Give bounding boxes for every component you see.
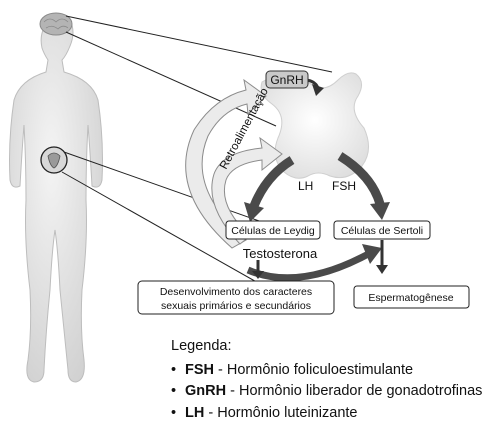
legend-text: - Hormônio liberador de gonadotrofinas <box>226 383 482 399</box>
bullet-icon: • <box>171 403 185 424</box>
legend-text: - Hormônio foliculoestimulante <box>214 362 413 378</box>
lh-arrow <box>254 160 292 206</box>
legend-abbr: FSH <box>185 362 214 378</box>
legend-item: •FSH - Hormônio foliculoestimulante <box>171 360 482 382</box>
legend-text: - Hormônio luteinizante <box>204 405 357 421</box>
development-line1: Desenvolvimento dos caracteres <box>160 286 312 298</box>
bullet-icon: • <box>171 360 185 382</box>
spermatogenesis-label: Espermatogênese <box>368 292 453 304</box>
sertoli-label: Células de Sertoli <box>341 225 423 237</box>
legend-abbr: LH <box>185 405 204 421</box>
development-line2: sexuais primários e secundários <box>161 300 311 312</box>
gnrh-label: GnRH <box>270 73 303 87</box>
fsh-arrowhead <box>370 202 390 220</box>
testosterone-label: Testosterona <box>243 246 318 261</box>
testes-highlight <box>41 147 67 173</box>
legend-item: •GnRH - Hormônio liberador de gonadotrof… <box>171 381 482 403</box>
legend-abbr: GnRH <box>185 383 226 399</box>
legend-item: •LH - Hormônio luteinizante <box>171 403 482 424</box>
legend-list: •FSH - Hormônio foliculoestimulante •GnR… <box>171 360 482 424</box>
leydig-label: Células de Leydig <box>231 225 315 237</box>
fsh-label: FSH <box>332 179 356 193</box>
lh-label: LH <box>298 179 313 193</box>
human-body-figure <box>10 14 103 382</box>
legend-title: Legenda: <box>171 336 482 358</box>
sertoli-down-arrowhead <box>376 265 388 274</box>
legend: Legenda: •FSH - Hormônio foliculoestimul… <box>171 336 482 424</box>
bullet-icon: • <box>171 381 185 403</box>
